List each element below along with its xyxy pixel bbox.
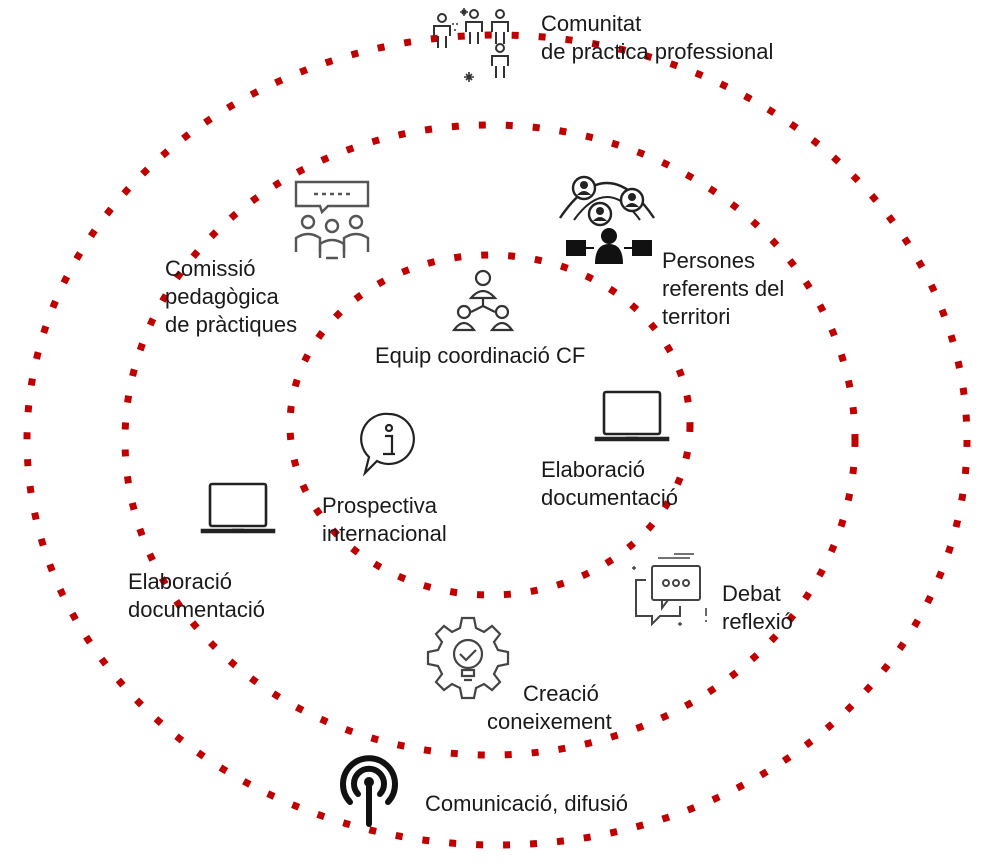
coordination-label: Equip coordinació CF (375, 343, 586, 368)
knowledge-label: Creació coneixement (487, 681, 612, 734)
debate-label: Debat reflexió (722, 581, 793, 634)
referent-people-icon (552, 168, 662, 268)
meeting-group-icon (292, 178, 372, 260)
commission-label: Comissió pedagògica de pràctiques (165, 256, 298, 337)
community-label: Comunitat de pràctica professional (541, 11, 774, 64)
chat-bubbles-icon (630, 552, 710, 634)
referents-label: Persones referents del territori (662, 248, 785, 329)
communication-label: Comunicació, difusió (425, 791, 628, 816)
middle-ring (121, 121, 859, 759)
info-bubble-icon (360, 410, 418, 477)
outer-ring (23, 31, 971, 849)
laptop-icon (594, 388, 670, 444)
laptop-icon (200, 480, 276, 536)
community-network-icon (428, 4, 518, 86)
elaboration-outer-label: Elaboració documentació (128, 569, 265, 622)
gear-lightbulb-icon (426, 616, 510, 700)
inner-ring (286, 251, 694, 599)
prospective-label: Prospectiva internacional (322, 493, 447, 546)
broadcast-icon (336, 752, 402, 828)
elaboration-inner-label: Elaboració documentació (541, 457, 678, 510)
team-hierarchy-icon (450, 268, 516, 334)
